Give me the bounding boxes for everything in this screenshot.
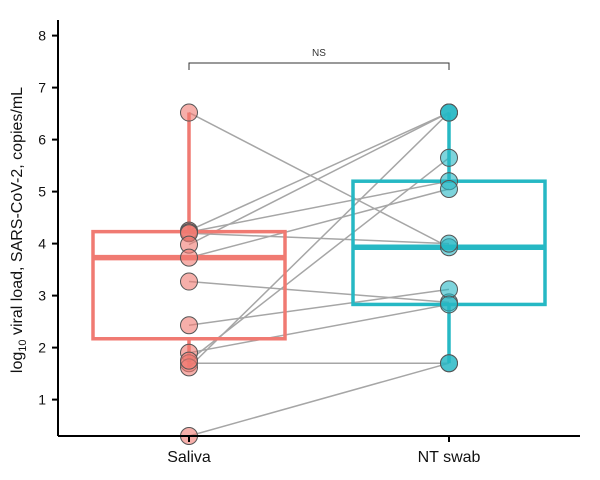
y-tick-label: 6 bbox=[38, 132, 46, 148]
x-category-label: Saliva bbox=[167, 449, 211, 466]
pair-line bbox=[188, 180, 450, 233]
y-axis-title: log10 viral load, SARS-CoV-2, copies/mL bbox=[9, 87, 29, 373]
y-tick-label: 4 bbox=[38, 236, 46, 252]
y-ticks-layer: 1 2 3 4 5 6 7 8 bbox=[38, 28, 58, 408]
saliva-point bbox=[180, 248, 198, 267]
pair-line bbox=[188, 111, 450, 248]
significance-bracket-line bbox=[188, 62, 450, 70]
pair-line bbox=[188, 112, 450, 368]
y-tick-label: 1 bbox=[38, 392, 46, 408]
x-category-label: NT swab bbox=[418, 449, 481, 466]
saliva-point bbox=[180, 316, 198, 335]
nt-swab-point bbox=[440, 295, 458, 314]
saliva-point bbox=[180, 272, 198, 291]
nt-swab-point bbox=[440, 180, 458, 198]
pair-line bbox=[188, 111, 450, 246]
y-tick-label: 7 bbox=[38, 80, 46, 96]
y-axis-title-prefix: log bbox=[9, 352, 26, 373]
pair-line bbox=[188, 157, 450, 362]
y-tick-label: 3 bbox=[38, 288, 46, 304]
pair-line bbox=[188, 232, 450, 245]
nt-swab-point bbox=[440, 354, 458, 373]
pair-line bbox=[188, 188, 450, 259]
y-tick-label: 2 bbox=[38, 340, 46, 356]
nt-swab-point bbox=[440, 148, 458, 167]
saliva-point bbox=[180, 103, 198, 122]
pair-line bbox=[188, 362, 450, 437]
points-layer bbox=[180, 103, 458, 445]
y-axis-title-rest: viral load, SARS-CoV-2, copies/mL bbox=[9, 87, 26, 340]
nt-swab-point bbox=[440, 280, 458, 299]
pair-lines-layer bbox=[188, 111, 450, 437]
pair-line bbox=[188, 288, 450, 326]
pair-line bbox=[188, 280, 450, 304]
pair-line bbox=[188, 111, 450, 232]
y-tick-label: 8 bbox=[38, 28, 46, 44]
nt-swab-point bbox=[440, 103, 458, 122]
pair-line bbox=[188, 303, 450, 354]
y-axis-title-subscript: 10 bbox=[17, 339, 29, 351]
nt-swab-point bbox=[440, 234, 458, 253]
y-tick-label: 5 bbox=[38, 184, 46, 200]
significance-bracket: NS bbox=[188, 48, 450, 70]
x-ticks-layer: Saliva NT swab bbox=[167, 436, 481, 466]
significance-label: NS bbox=[312, 48, 326, 59]
saliva-point bbox=[180, 351, 198, 370]
